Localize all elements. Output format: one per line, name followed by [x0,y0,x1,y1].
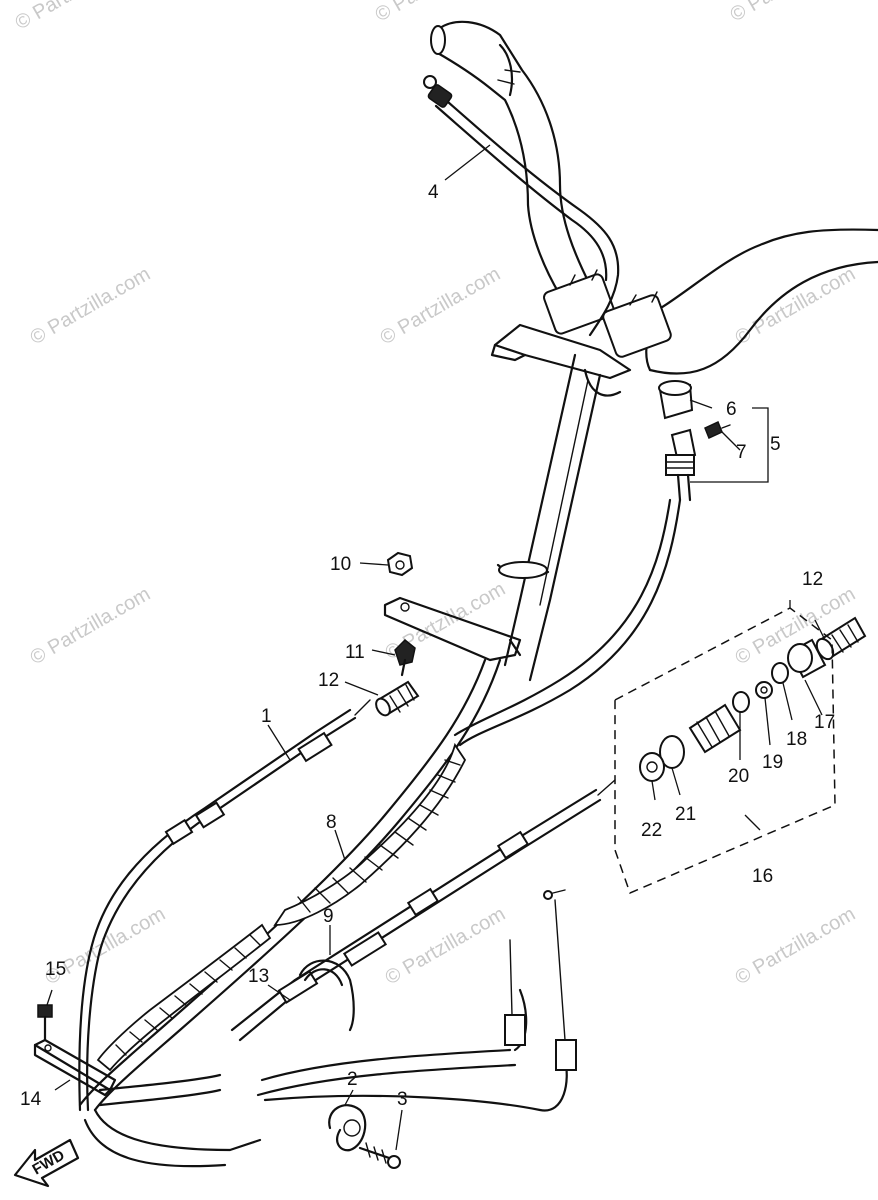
knob-assembly-5 [658,380,731,502]
watermark: © Partzilla.com [382,903,510,989]
callouts: 4 6 7 5 10 11 12 12 1 8 9 13 15 14 2 3 1… [20,182,835,1110]
callout-7: 7 [736,442,747,463]
callout-19: 19 [762,752,783,773]
small-parts [375,551,867,717]
watermark: © Partzilla.com [377,263,505,349]
callout-12-right: 12 [802,569,823,590]
callout-20: 20 [728,766,749,787]
callout-9: 9 [323,906,334,927]
bracket-14 [33,1004,117,1097]
callout-12-left: 12 [318,670,339,691]
callout-8: 8 [326,812,337,833]
watermark: © Partzilla.com [12,0,140,34]
watermark: © Partzilla.com [372,0,500,26]
callout-5: 5 [770,434,781,455]
callout-14: 14 [20,1089,42,1110]
callout-17: 17 [814,712,835,733]
callout-1: 1 [261,706,272,727]
callout-4: 4 [428,182,439,203]
fitting-assembly-16 [614,600,836,895]
callout-16: 16 [752,866,773,887]
callout-21: 21 [675,804,696,825]
callout-10: 10 [330,554,351,575]
cable-4 [423,75,620,337]
steering-column [383,353,602,682]
watermarks: © Partzilla.com © Partzilla.com © Partzi… [12,0,860,989]
watermark: © Partzilla.com [732,263,860,349]
callout-13: 13 [248,966,269,987]
callout-2: 2 [347,1069,358,1090]
callout-18: 18 [786,729,807,750]
clamp-2 [328,1104,401,1169]
leader-lines [46,144,826,1151]
callout-15: 15 [45,959,66,980]
spiral-wrap-8 [96,742,467,1072]
callout-3: 3 [397,1089,408,1110]
watermark: © Partzilla.com [732,903,860,989]
cables-lower [78,498,682,1168]
watermark: © Partzilla.com [727,0,855,26]
fwd-arrow: FWD [13,1138,80,1188]
callout-22: 22 [641,820,662,841]
callout-11: 11 [345,642,365,663]
band-9 [298,959,355,1032]
watermark: © Partzilla.com [27,583,155,669]
handlebar [430,20,878,397]
watermark: © Partzilla.com [27,263,155,349]
callout-6: 6 [726,399,737,420]
